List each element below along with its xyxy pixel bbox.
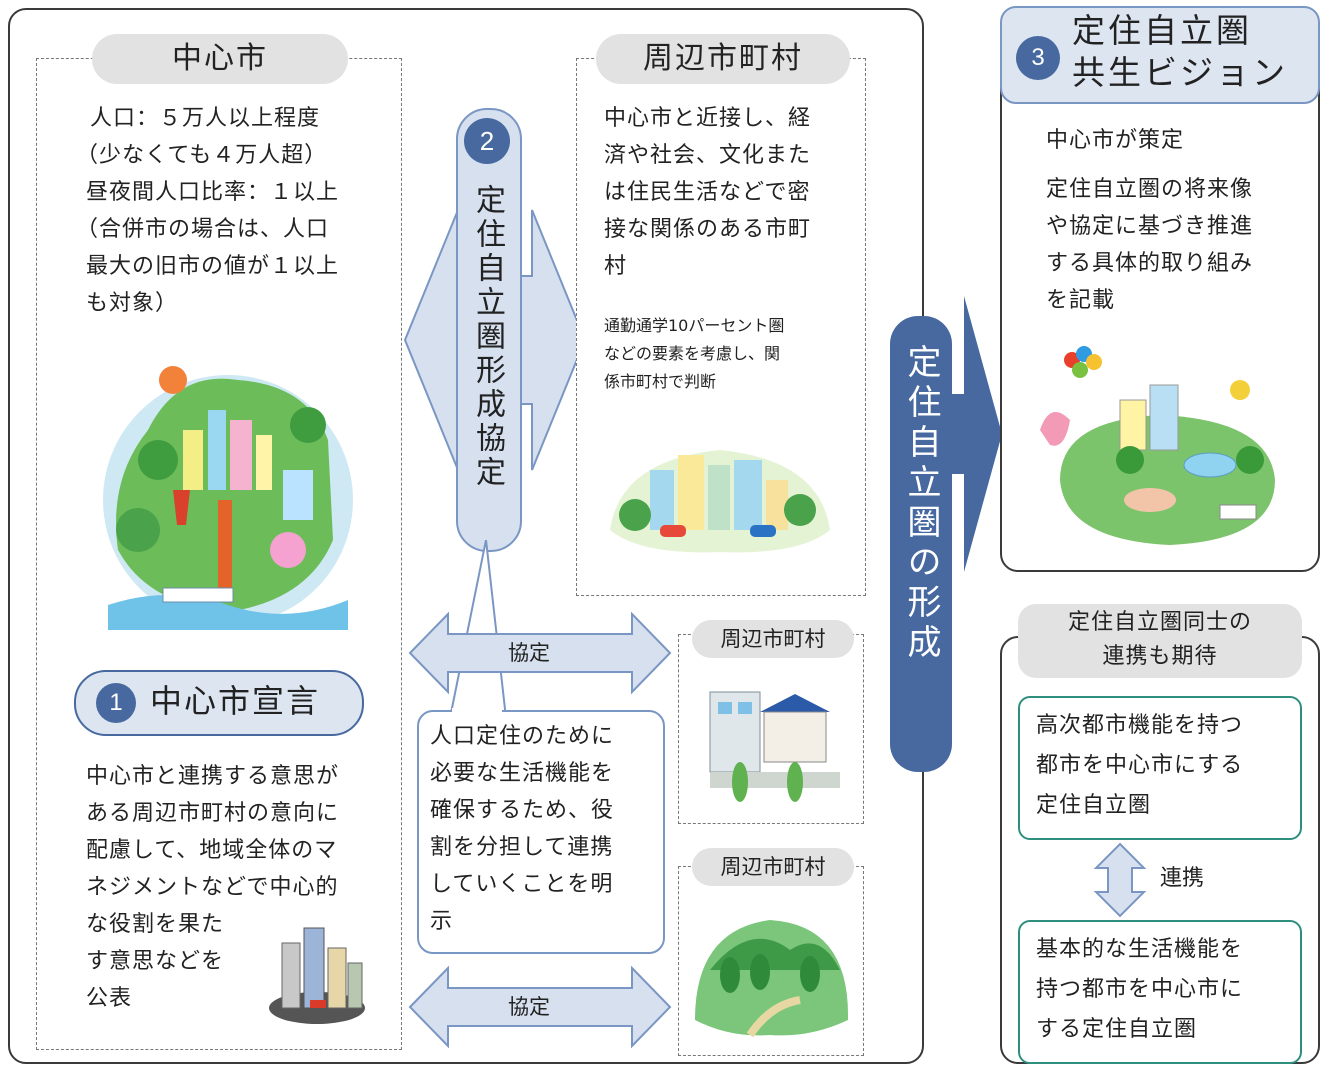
surrounding-line: 村 (604, 254, 628, 279)
agreement-note-line: 必要な生活機能を (430, 761, 615, 786)
surrounding-criteria: 通勤通学10パーセント圏 などの要素を考慮し、関 係市町村で判断 (604, 312, 860, 396)
agreement-arrow-upper-label: 協定 (508, 641, 550, 665)
agreement-note-line: していくことを明 (430, 872, 614, 897)
cooperation-heading-pill (1018, 604, 1302, 678)
cooperation-box-2-text: 基本的な生活機能を 持つ都市を中心市に する定住自立圏 (1036, 930, 1296, 1050)
vision-line: 中心市が策定 (1046, 128, 1185, 153)
declaration-line: 配慮して、地域全体のマ (86, 838, 338, 863)
vision-line: する具体的取り組み (1046, 251, 1254, 276)
declaration-line: す意思などを (86, 949, 225, 974)
declaration-pill (74, 670, 364, 736)
surrounding-small-heading-2: 周辺市町村 (692, 848, 854, 886)
central-city-line: （合併市の場合は、人口 (76, 217, 330, 242)
houses-illustration (700, 672, 850, 812)
surrounding-line: 接な関係のある市町 (604, 217, 812, 242)
cooperation-box-1-line: 定住自立圏 (1036, 793, 1152, 818)
central-city-line: （少なくても４万人超） (76, 143, 328, 168)
agreement-note-line: 割を分担して連携 (430, 835, 614, 860)
declaration-line: 中心市と連携する意思が (86, 764, 340, 789)
cooperation-box-2-line: 基本的な生活機能を (1036, 937, 1244, 962)
central-city-line: 最大の旧市の値が１以上 (86, 254, 340, 279)
agreement-note-line: 人口定住のために (430, 724, 615, 749)
central-city-heading: 中心市 (92, 34, 348, 84)
central-city-illustration (78, 350, 378, 640)
vision-title: 定住自立圏 共生ビジョン (1072, 10, 1288, 94)
vision-line: や協定に基づき推進 (1046, 214, 1254, 239)
central-city-line: も対象） (86, 291, 179, 316)
formation-label: 定住自立圏の形成 (901, 344, 941, 664)
agreement-arrow-upper (408, 612, 672, 694)
agreement-callout-cover (452, 708, 502, 713)
declaration-line: な役割を果た (86, 912, 225, 937)
declaration-line: 公表 (86, 986, 133, 1011)
link-double-arrow (1094, 842, 1146, 918)
surrounding-criteria-line: 通勤通学10パーセント圏 (604, 316, 785, 335)
declaration-text: 中心市と連携する意思が ある周辺市町村の意向に 配慮して、地域全体のマ ネジメン… (86, 758, 396, 1017)
cooperation-box-2 (1018, 920, 1302, 1064)
central-city-description: 人口：５万人以上程度 （少なくても４万人超） 昼夜間人口比率：１以上 （合併市の… (76, 100, 396, 322)
central-city-line: 昼夜間人口比率：１以上 (86, 180, 340, 205)
agreement-arrow-lower-label: 協定 (508, 995, 550, 1019)
step-2-badge: 2 (464, 118, 510, 164)
surrounding-small-heading-1: 周辺市町村 (692, 620, 854, 658)
formation-arrow (950, 296, 1002, 572)
cooperation-box-2-line: 持つ都市を中心市に (1036, 977, 1244, 1002)
cooperation-box-1-line: 都市を中心市にする (1036, 753, 1244, 778)
cooperation-box-2-line: する定住自立圏 (1036, 1017, 1198, 1042)
central-city-line: 人口：５万人以上程度 (90, 106, 321, 131)
cooperation-heading-line: 連携も期待 (1102, 644, 1218, 669)
declaration-line: ある周辺市町村の意向に (86, 801, 340, 826)
surrounding-line: 済や社会、文化また (604, 143, 812, 168)
agreement-arrow-lower (408, 966, 672, 1048)
cooperation-box-1-line: 高次都市機能を持つ (1036, 713, 1244, 738)
surrounding-line: は住民生活などで密 (604, 180, 811, 205)
vision-line: を記載 (1046, 288, 1116, 313)
vision-title-line: 定住自立圏 (1072, 11, 1252, 50)
agreement-note-line: 確保するため、役 (430, 798, 615, 823)
vision-line: 定住自立圏の将来像 (1046, 177, 1254, 202)
declaration-line: ネジメントなどで中心的 (86, 875, 339, 900)
declaration-title: 中心市宣言 (150, 682, 321, 720)
step-1-badge: 1 (96, 683, 136, 723)
cooperation-box-1 (1018, 696, 1302, 840)
cooperation-heading-line: 定住自立圏同士の (1067, 610, 1252, 635)
step-3-badge: 3 (1016, 36, 1060, 80)
formation-bar (890, 316, 952, 772)
city-cluster-illustration (262, 918, 372, 1028)
vision-text: 中心市が策定 定住自立圏の将来像 や協定に基づき推進 する具体的取り組み を記載 (1046, 122, 1312, 319)
cooperation-box-1-text: 高次都市機能を持つ 都市を中心市にする 定住自立圏 (1036, 706, 1296, 826)
vision-title-line: 共生ビジョン (1072, 53, 1288, 92)
surrounding-criteria-line: 係市町村で判断 (604, 372, 717, 391)
agreement-note-line: 示 (430, 909, 454, 934)
surrounding-heading: 周辺市町村 (596, 34, 850, 84)
park-illustration (1020, 340, 1296, 550)
countryside-illustration (690, 900, 854, 1040)
agreement-note-box (417, 710, 665, 954)
surrounding-description: 中心市と近接し、経 済や社会、文化また は住民生活などで密 接な関係のある市町 … (604, 100, 860, 285)
surrounding-line: 中心市と近接し、経 (604, 106, 812, 131)
agreement-bar (456, 108, 522, 552)
link-label: 連携 (1160, 866, 1205, 891)
town-illustration (600, 430, 840, 560)
cooperation-heading: 定住自立圏同士の 連携も期待 (1018, 606, 1302, 674)
agreement-note: 人口定住のために 必要な生活機能を 確保するため、役 割を分担して連携 していく… (430, 718, 660, 940)
surrounding-criteria-line: などの要素を考慮し、関 (604, 344, 781, 363)
agreement-title: 定住自立圏形成協定 (470, 184, 505, 490)
